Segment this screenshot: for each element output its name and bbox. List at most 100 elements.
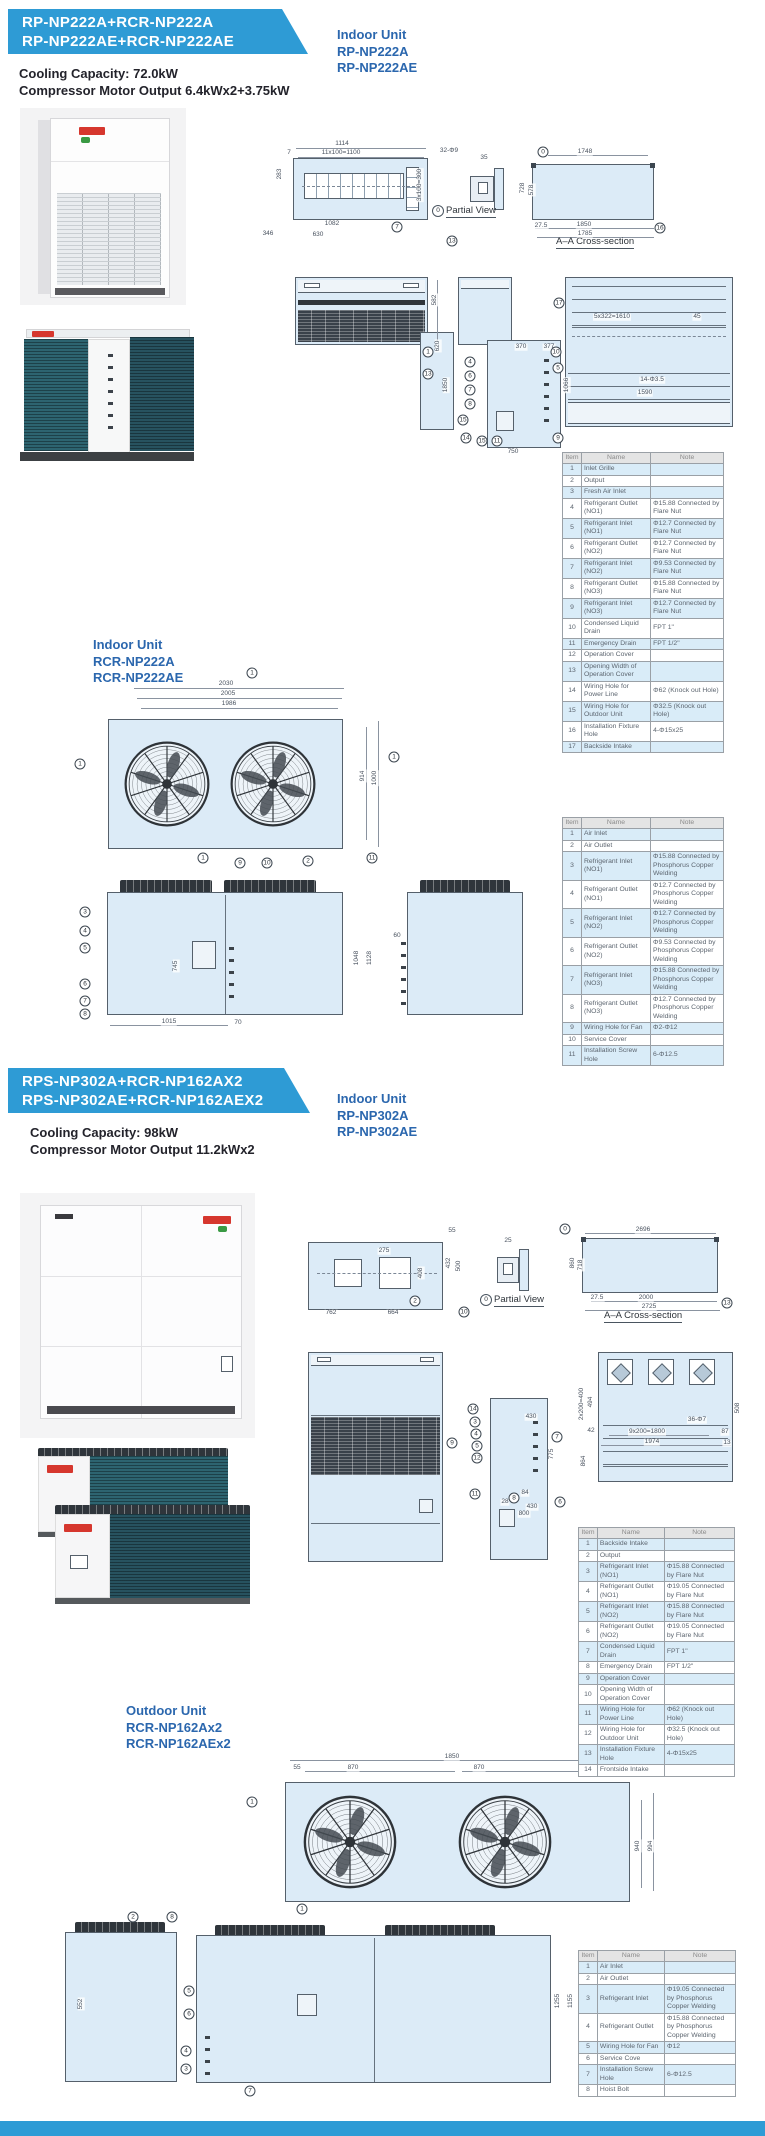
dimension-line: [548, 155, 648, 156]
callout-number: 9: [446, 1437, 458, 1449]
callout-number: 6: [183, 2008, 195, 2020]
dimension-label: 860: [568, 1256, 577, 1270]
dimension-label: 60: [392, 931, 402, 940]
dimension-label: 1082: [323, 219, 341, 228]
dimension-label: 1015: [160, 1017, 178, 1026]
column-header: Item: [578, 1526, 598, 1540]
indoor-unit-side-view-1: [458, 277, 512, 345]
callout-number: 5: [471, 1440, 483, 1452]
callout-number: 1: [246, 667, 258, 679]
dimension-label: 283: [275, 167, 284, 181]
dimension-label: 870: [346, 1763, 360, 1772]
callout-number: 16: [654, 222, 666, 234]
discharge-grille: [120, 880, 212, 892]
outdoor-unit-label-2: Outdoor Unit RCR-NP162Ax2 RCR-NP162AEx2: [126, 1703, 231, 1753]
cross-section-drawing-2: [581, 1237, 719, 1293]
dimension-label: 55: [292, 1763, 302, 1772]
compressor-output: Compressor Motor Output 6.4kWx2+3.75kW: [19, 83, 290, 98]
dimension-label: 2030: [217, 679, 235, 688]
dimension-label: 870: [472, 1763, 486, 1772]
indoor-unit-photo-1: [20, 108, 186, 305]
fan-icon: [457, 1794, 553, 1890]
callout-number: 11: [366, 852, 378, 864]
unit-label-title: Outdoor Unit: [126, 1703, 207, 1718]
dimension-label: 1114: [334, 139, 350, 148]
callout-number: 10: [458, 1306, 470, 1318]
dimension-label: 630: [311, 230, 325, 239]
indoor-unit-top-view-1: [293, 158, 428, 220]
caption-text: Partial View: [446, 205, 496, 218]
callout-number: 1: [246, 1796, 258, 1808]
dimension-label: 940: [633, 1839, 642, 1853]
column-header: Item: [562, 816, 582, 830]
dimension-label: 1986: [220, 699, 238, 708]
column-header: Name: [596, 1949, 666, 1963]
dimension-line: [296, 148, 426, 149]
cross-section-caption-1: A–A Cross-section: [556, 236, 635, 249]
unit-label-model: RP-NP222AE: [337, 60, 418, 75]
callout-number: 5: [183, 1985, 195, 1997]
dimension-line: [535, 228, 654, 229]
unit-label-model: RCR-NP222A: [93, 653, 175, 669]
callout-number: 15: [476, 435, 488, 447]
inlet-grille: [57, 193, 161, 285]
indoor-unit-label-1: Indoor Unit RP-NP222A RP-NP222AE: [337, 27, 417, 77]
dimension-label: 70: [233, 1018, 243, 1027]
circled-zero-icon: 0: [432, 205, 444, 217]
dimension-line: [641, 1800, 642, 1888]
dimension-label: 346: [261, 229, 275, 238]
dimension-label: 994: [646, 1839, 655, 1853]
outdoor-unit-photo-2: [30, 1440, 250, 1615]
cooling-capacity: Cooling Capacity: 72.0kW: [19, 66, 178, 81]
callout-number: 7: [551, 1431, 563, 1443]
callout-number: 7: [79, 995, 91, 1007]
footer-bar: [0, 2121, 765, 2136]
cooling-capacity: Cooling Capacity: 98kW: [30, 1125, 179, 1140]
cross-section-caption-2: A–A Cross-section: [604, 1310, 683, 1323]
callout-number: 9: [234, 857, 246, 869]
outdoor-unit-label-1: Indoor Unit RCR-NP222A RCR-NP222AE: [93, 637, 183, 687]
caption-text: A–A Cross-section: [604, 1310, 683, 1323]
discharge-grille: [224, 880, 316, 892]
hitachi-logo: [32, 331, 54, 337]
callout-number: 7: [464, 384, 476, 396]
hitachi-logo: [79, 127, 105, 135]
dimension-label: 508: [733, 1401, 742, 1415]
dimension-label: 1850: [443, 1752, 461, 1761]
column-header: Note: [650, 816, 724, 830]
hitachi-logo: [203, 1216, 231, 1224]
dimension-label: 7: [286, 148, 292, 157]
callout-number: 4: [464, 356, 476, 368]
dimension-line: [134, 688, 344, 689]
partial-view-drawing-1: [468, 166, 508, 212]
hitachi-logo: [47, 1465, 73, 1473]
dimension-line: [653, 1793, 654, 1891]
callout-number: 1: [74, 758, 86, 770]
dimension-label: 25: [503, 1236, 513, 1245]
dimension-label: 11x100=1100: [320, 148, 362, 157]
dimension-label: 27.5: [589, 1293, 605, 1302]
indoor-unit-rear-view-2: [598, 1352, 733, 1482]
discharge-grille: [215, 1925, 325, 1935]
outdoor-unit-front-view-1: [107, 892, 343, 1015]
dimension-label: 32-Φ9: [438, 146, 460, 155]
callout-number: 6: [79, 978, 91, 990]
